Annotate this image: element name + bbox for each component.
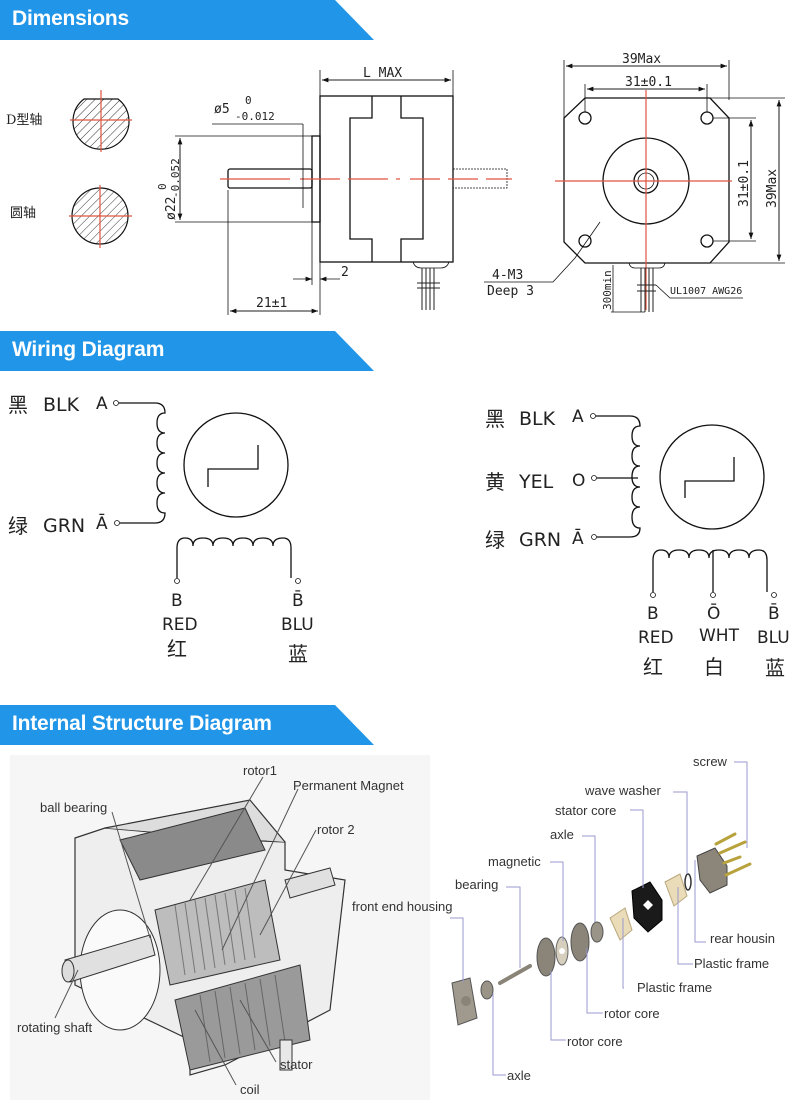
hole-spacing-v-dim: 31±0.1 [737, 160, 752, 207]
label-bearing: bearing [455, 877, 498, 892]
terminal-label: B̄ [768, 602, 780, 624]
wire-cn-label: 蓝 [765, 656, 785, 680]
terminal-label: B [647, 604, 659, 624]
terminal-label: B [171, 591, 183, 611]
shaft-dia-upper: 0 [245, 94, 252, 107]
terminal-label: Ā [572, 527, 584, 549]
flange-dia-base: ø22 [164, 197, 179, 220]
label-ball-bearing: ball bearing [40, 800, 107, 815]
section-title: Dimensions [12, 7, 130, 30]
terminal-label: Ā [96, 512, 108, 534]
shaft-dia-base: ø5 [214, 102, 230, 117]
round-shaft-section [69, 185, 132, 248]
wire-cn-label: 黄 [485, 470, 505, 494]
terminal-label: A [572, 407, 584, 427]
wire-cn-label: 绿 [485, 528, 505, 552]
wire-color-label: WHT [699, 626, 740, 646]
d-shaft-label: D型轴 [6, 113, 42, 128]
length-dim: L MAX [363, 66, 402, 81]
wire-color-label: BLK [519, 408, 556, 430]
terminal-label: B̄ [292, 589, 304, 611]
width-max-dim: 39Max [622, 52, 661, 67]
label-axle-top: axle [550, 827, 574, 842]
wire-color-label: BLU [757, 628, 790, 648]
hole-spacing-h-dim: 31±0.1 [625, 75, 672, 90]
wire-color-label: GRN [519, 529, 561, 551]
motor-cutaway-illustration [10, 755, 430, 1100]
wire-cn-label: 蓝 [288, 642, 308, 666]
label-screw: screw [693, 754, 728, 769]
label-plastic-frame-2: Plastic frame [637, 980, 712, 995]
six-wire-diagram: 黑 BLK A 黄 YEL O 绿 GRN Ā B Ō B̄ RED WHT B… [485, 407, 790, 680]
motor-front-view [484, 60, 785, 313]
motor-side-view [175, 70, 512, 315]
mount-holes-line2: Deep 3 [487, 284, 534, 299]
wiring-diagram: 黑 BLK A 绿 GRN Ā B B̄ RED BLU 红 蓝 黑 BLK A… [8, 393, 790, 680]
wire-color-label: BLK [43, 394, 80, 416]
lead-length-dim: 300min [601, 270, 614, 310]
wire-color-label: GRN [43, 515, 85, 537]
section-banner-wiring: Wiring Diagram [0, 331, 374, 371]
section-banner-dimensions: Dimensions [0, 0, 374, 40]
wire-color-label: RED [162, 615, 198, 635]
label-rotor1: rotor1 [243, 763, 277, 778]
label-rotating-shaft: rotating shaft [17, 1020, 93, 1035]
dimension-drawing: D型轴 圆轴 [6, 52, 785, 315]
label-plastic-frame-1: Plastic frame [694, 956, 769, 971]
section-title: Wiring Diagram [12, 338, 165, 361]
round-shaft-label: 圆轴 [10, 206, 36, 221]
flange-dia-lower: -0.052 [169, 158, 182, 198]
label-magnetic: magnetic [488, 854, 541, 869]
label-wave-washer: wave washer [584, 783, 662, 798]
mount-holes-line1: 4-M3 [492, 268, 523, 283]
terminal-label: A [96, 394, 108, 414]
terminal-label: Ō [707, 602, 720, 624]
cable-spec: UL1007 AWG26 [670, 286, 742, 297]
shaft-dia-lower: -0.012 [235, 110, 275, 123]
wire-cn-label: 红 [167, 637, 187, 661]
label-permanent-magnet: Permanent Magnet [293, 778, 404, 793]
wire-cn-label: 黑 [485, 407, 505, 431]
label-stator-core: stator core [555, 803, 616, 818]
wire-color-label: RED [638, 628, 674, 648]
section-title: Internal Structure Diagram [12, 712, 272, 735]
shaft-length-dim: 21±1 [256, 296, 287, 311]
wire-color-label: BLU [281, 615, 314, 635]
d-shaft-section [70, 90, 132, 152]
label-axle-bottom: axle [507, 1068, 531, 1083]
terminal-label: O [572, 471, 585, 491]
wire-cn-label: 白 [704, 655, 724, 679]
label-rear-housing: rear housin [710, 931, 775, 946]
flange-thickness-dim: 2 [341, 265, 349, 280]
label-front-end-housing: front end housing [352, 899, 452, 914]
section-banner-structure: Internal Structure Diagram [0, 705, 374, 745]
exploded-view-illustration [451, 832, 752, 1026]
label-rotor2: rotor 2 [317, 822, 355, 837]
height-max-dim: 39Max [765, 169, 780, 208]
wire-color-label: YEL [518, 471, 554, 493]
four-wire-diagram: 黑 BLK A 绿 GRN Ā B B̄ RED BLU 红 蓝 [8, 393, 314, 666]
label-stator: stator [280, 1057, 313, 1072]
label-rotor-core-2: rotor core [567, 1034, 623, 1049]
wire-cn-label: 红 [643, 655, 663, 679]
flange-dia-upper: 0 [156, 183, 169, 190]
wire-cn-label: 绿 [8, 514, 28, 538]
wire-cn-label: 黑 [8, 393, 28, 417]
label-coil: coil [240, 1082, 260, 1097]
structure-diagram: rotor1 Permanent Magnet ball bearing rot… [10, 754, 775, 1100]
label-rotor-core-1: rotor core [604, 1006, 660, 1021]
